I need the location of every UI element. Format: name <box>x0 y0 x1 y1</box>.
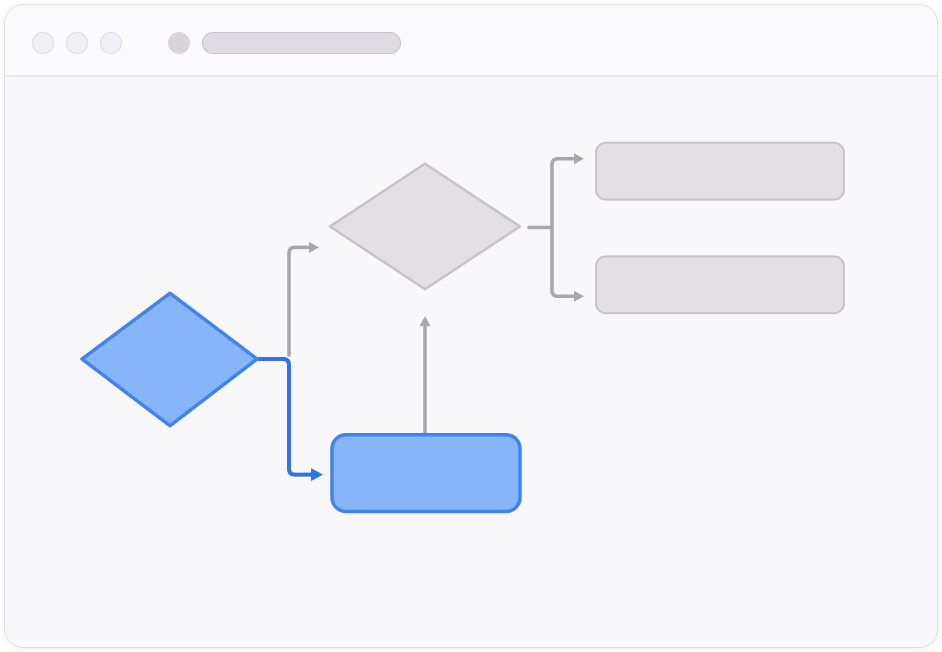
browser-toolbar <box>5 5 937 77</box>
node-decision-start[interactable] <box>80 291 259 428</box>
favicon-dot-icon <box>168 32 190 54</box>
edge-start-to-pending <box>287 245 311 357</box>
window-control-dot-1[interactable] <box>32 32 54 54</box>
edge-start-to-process <box>257 357 313 477</box>
window-control-dot-2[interactable] <box>66 32 88 54</box>
node-process-active[interactable] <box>330 432 522 514</box>
edge-start-to-pending-arrowhead-icon <box>309 241 319 253</box>
window-control-dot-3[interactable] <box>100 32 122 54</box>
node-decision-pending[interactable] <box>328 162 522 291</box>
edge-process-to-pending-arrowhead-icon <box>419 316 431 327</box>
edge-branch-top-arrowhead-icon <box>574 153 584 165</box>
flowchart-canvas <box>80 141 845 514</box>
node-result-top[interactable] <box>595 141 845 201</box>
edge-start-to-process-arrowhead-icon <box>311 468 323 482</box>
node-result-bottom[interactable] <box>595 255 845 315</box>
address-bar[interactable] <box>202 32 401 54</box>
browser-window <box>5 5 937 647</box>
edge-pending-branch <box>527 156 576 298</box>
page-content <box>5 77 937 645</box>
edge-branch-bottom-arrowhead-icon <box>574 290 584 302</box>
